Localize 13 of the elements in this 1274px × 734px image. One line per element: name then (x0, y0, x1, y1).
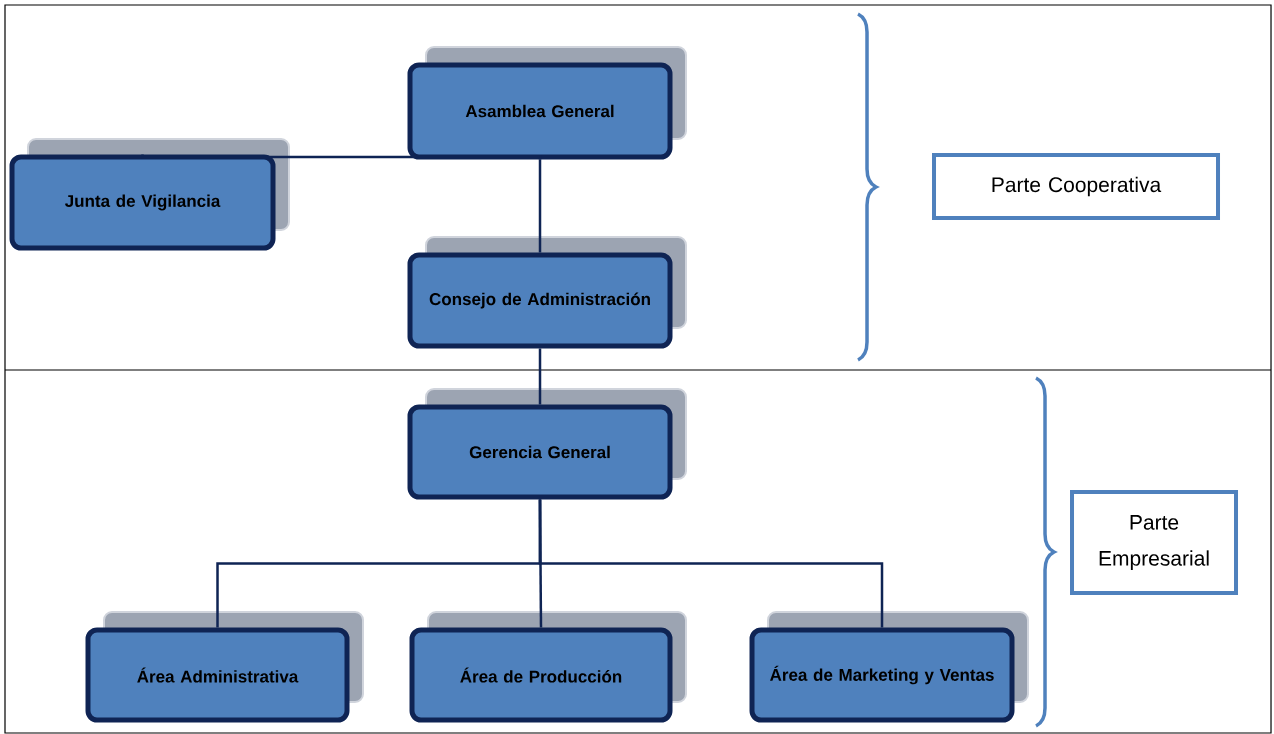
connector-line (538, 348, 542, 405)
connector-line (538, 499, 884, 628)
org-box: Área de Producción (409, 611, 687, 723)
org-box: Junta de Vigilancia (9, 138, 290, 251)
connector-line (141, 153, 542, 161)
section-box: Parte Cooperativa (932, 153, 1220, 220)
org-box: Gerencia General (407, 388, 687, 500)
org-box: Asamblea General (407, 46, 687, 160)
org-box: Área Administrativa (85, 611, 364, 723)
section-box: Parte Empresarial (1070, 490, 1238, 595)
org-box: Consejo de Administración (407, 236, 687, 349)
org-box: Área de Marketing y Ventas (749, 611, 1029, 723)
connector-line (538, 159, 542, 253)
